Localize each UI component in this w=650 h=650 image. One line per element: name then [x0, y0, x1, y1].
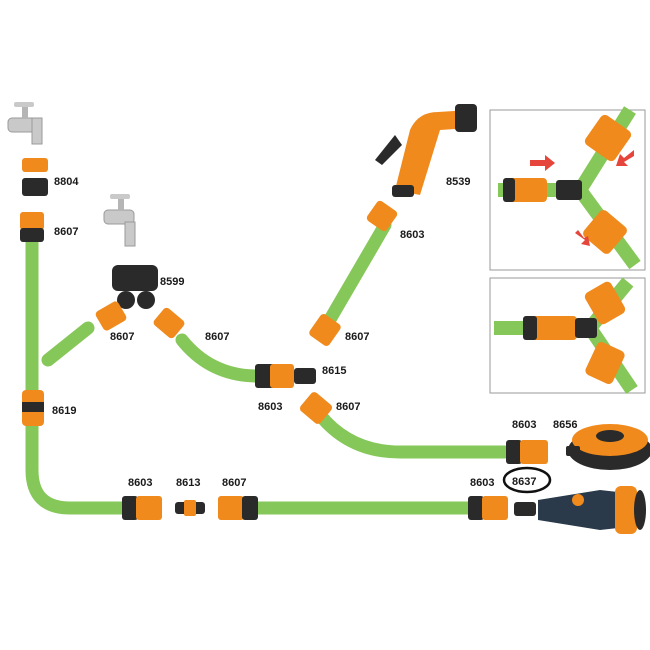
- spray-gun-icon: [375, 104, 477, 197]
- inset-connector-top: [584, 114, 632, 162]
- label-8607-y-left: 8607: [110, 331, 134, 343]
- connector-8603-gun: [366, 200, 398, 232]
- label-8607-y-right: 8607: [205, 331, 229, 343]
- label-8637: 8637: [512, 476, 536, 488]
- hose-y-left-arm: [41, 321, 95, 367]
- tap-adapter-8804-body: [22, 178, 48, 196]
- label-8619: 8619: [52, 405, 76, 417]
- water-tap-icon: [103, 194, 136, 247]
- label-8607-down: 8607: [336, 401, 360, 413]
- inset-y-joint: [556, 180, 582, 200]
- inset-connector-left: [505, 178, 547, 202]
- connector-8607-bottom: [218, 496, 258, 520]
- hoses: [25, 218, 512, 515]
- label-8603-junction: 8603: [258, 401, 282, 413]
- label-8607-left: 8607: [54, 226, 78, 238]
- repair-8619: [22, 390, 44, 426]
- hose-to-sprinkler: [313, 408, 512, 459]
- spray-lance-icon: [538, 486, 646, 534]
- inset-top-panel: [489, 106, 646, 271]
- label-8607-up: 8607: [345, 331, 369, 343]
- water-tap-icon: [7, 102, 43, 145]
- inset-connector-left: [525, 316, 577, 340]
- label-8613: 8613: [176, 477, 200, 489]
- connector-8603-sprinkler: [506, 440, 548, 464]
- label-8603-bottom-right: 8603: [470, 477, 494, 489]
- highlight-ring: [502, 466, 552, 494]
- inset-connector-top: [584, 281, 626, 325]
- connector-8603-bottom-right: [468, 496, 508, 520]
- arrow-icon: [530, 155, 555, 171]
- connector-8607-up: [309, 314, 341, 346]
- inset-connector-bottom: [583, 210, 627, 254]
- label-8603-gun: 8603: [400, 229, 424, 241]
- label-8539: 8539: [446, 176, 470, 188]
- connector-8603-bottom-left: [122, 496, 162, 520]
- hose-up-to-gun: [318, 218, 392, 335]
- label-8804: 8804: [54, 176, 79, 188]
- adapter-8637: [514, 502, 536, 516]
- hose-left-vertical: [25, 218, 132, 515]
- label-8656: 8656: [553, 419, 577, 431]
- connector-8603-junction: [255, 364, 294, 388]
- label-8599: 8599: [160, 276, 184, 288]
- connector-8607-down: [299, 392, 333, 424]
- label-8615: 8615: [322, 365, 346, 377]
- label-8603-sprinkler: 8603: [512, 419, 536, 431]
- twin-tap-8599: [95, 265, 185, 339]
- inset-connector-bottom: [585, 341, 625, 385]
- inset-y-joint: [575, 318, 597, 338]
- hose-to-junction: [175, 333, 267, 383]
- inset-bottom-panel: [489, 277, 646, 394]
- sprinkler-icon: [566, 424, 650, 470]
- arrow-icon: [616, 150, 634, 166]
- coupling-8613: [175, 500, 205, 516]
- arrow-icon: [575, 230, 590, 246]
- connector-8607-left: [20, 212, 44, 242]
- label-8603-bottom-left: 8603: [128, 477, 152, 489]
- tap-adapter-8804-ring: [22, 158, 48, 172]
- label-8607-bottom: 8607: [222, 477, 246, 489]
- y-connector-8615: [294, 368, 316, 384]
